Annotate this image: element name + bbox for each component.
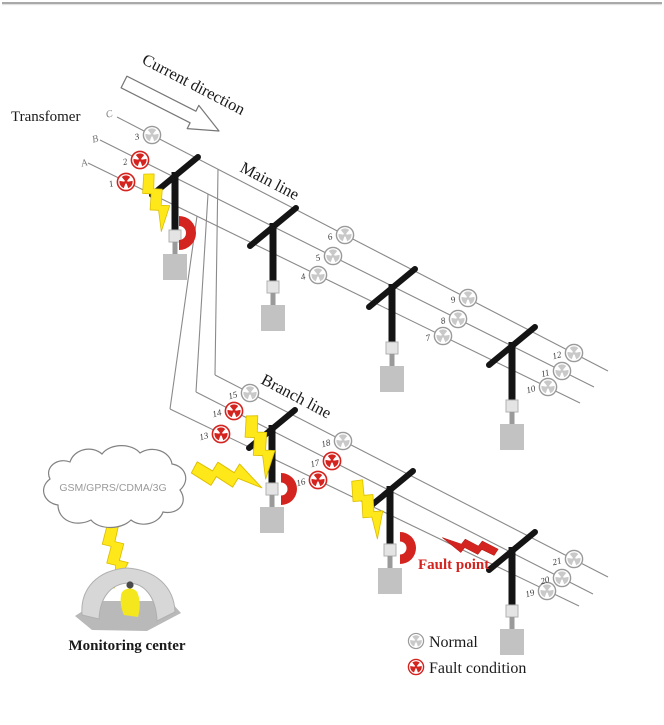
current-direction-label: Current direction (139, 50, 248, 119)
indicator-11 (552, 361, 572, 381)
indicator-21 (564, 549, 584, 569)
main-pole-2 (250, 208, 296, 331)
indicator-number: 16 (295, 476, 307, 488)
operator-head (126, 581, 134, 589)
indicator-6 (335, 225, 355, 245)
phase-label-b: B (91, 133, 100, 145)
indicator-number: 2 (122, 156, 129, 167)
indicator-7 (433, 326, 453, 346)
indicator-number: 20 (539, 574, 551, 586)
fault-arc-branch-pole-1 (281, 473, 297, 505)
indicator-number: 10 (525, 383, 537, 395)
phase-label-c: C (105, 108, 115, 120)
lightning-branch-pole-2 (344, 474, 394, 543)
fault-point-label: Fault point (418, 557, 489, 573)
indicator-1 (116, 172, 136, 192)
main-pole-3 (369, 269, 415, 392)
indicator-number: 5 (315, 252, 322, 263)
indicator-18 (333, 431, 353, 451)
indicator-number: 9 (450, 294, 457, 305)
indicator-20 (552, 568, 572, 588)
normal-indicator-icon (407, 632, 425, 650)
lightning-cloud-to-pole (189, 454, 267, 496)
indicator-15 (240, 383, 260, 403)
phase-label-a: A (79, 157, 90, 170)
cloud-label: GSM/GPRS/CDMA/3G (59, 482, 166, 494)
indicator-13 (211, 424, 231, 444)
legend-fault-label: Fault condition (429, 660, 526, 677)
top-border-line (2, 2, 662, 5)
branch-pole-2 (367, 471, 413, 594)
branch-line-label: Branch line (258, 370, 334, 423)
indicator-2 (130, 150, 150, 170)
indicator-14 (224, 401, 244, 421)
fault-indicator-icon (407, 658, 425, 676)
indicator-number: 15 (227, 389, 239, 401)
indicator-number: 18 (320, 437, 332, 449)
indicator-number: 12 (551, 349, 563, 361)
indicator-10 (538, 377, 558, 397)
tap-wire-a (169, 215, 198, 410)
indicator-number: 7 (425, 332, 432, 343)
main-line-label: Main line (237, 158, 302, 204)
indicator-number: 14 (211, 407, 223, 419)
indicator-number: 1 (108, 178, 115, 189)
fault-point-bolt (439, 532, 500, 560)
transformer-label: Transfomer (11, 109, 80, 125)
indicator-9 (458, 288, 478, 308)
indicator-3 (142, 125, 162, 145)
indicator-number: 4 (300, 271, 307, 282)
monitoring-center-label: Monitoring center (68, 638, 185, 654)
indicator-number: 13 (198, 430, 210, 442)
indicator-4 (308, 265, 328, 285)
current-direction-arrow (120, 75, 220, 132)
operator-figure (120, 588, 140, 617)
fault-arc-main-pole-1 (179, 216, 196, 250)
legend-normal-label: Normal (429, 634, 478, 651)
indicator-number: 3 (133, 131, 141, 142)
tap-wires (169, 168, 219, 410)
indicator-number: 17 (309, 457, 321, 469)
fault-arc-branch-pole-2 (400, 532, 416, 564)
indicator-number: 6 (327, 231, 334, 242)
indicator-5 (323, 246, 343, 266)
indicator-number: 19 (524, 587, 536, 599)
branch-wire-b (195, 391, 594, 595)
monitoring-center-building (75, 567, 181, 631)
building-dome (81, 567, 176, 622)
indicator-number: 11 (540, 367, 551, 379)
tap-wire-c (214, 168, 219, 376)
main-wire-a (87, 162, 581, 404)
indicator-number: 8 (440, 315, 447, 326)
top-border-shadow (2, 4, 662, 6)
tap-wire-b (195, 193, 209, 393)
indicator-17 (322, 451, 342, 471)
indicator-8 (448, 309, 468, 329)
gsm-cloud (42, 445, 187, 529)
indicator-16 (308, 470, 328, 490)
legend: Normal Fault condition (407, 632, 526, 677)
indicator-number: 21 (551, 555, 562, 567)
indicator-12 (564, 343, 584, 363)
indicator-19 (537, 581, 557, 601)
building-base (75, 601, 181, 631)
